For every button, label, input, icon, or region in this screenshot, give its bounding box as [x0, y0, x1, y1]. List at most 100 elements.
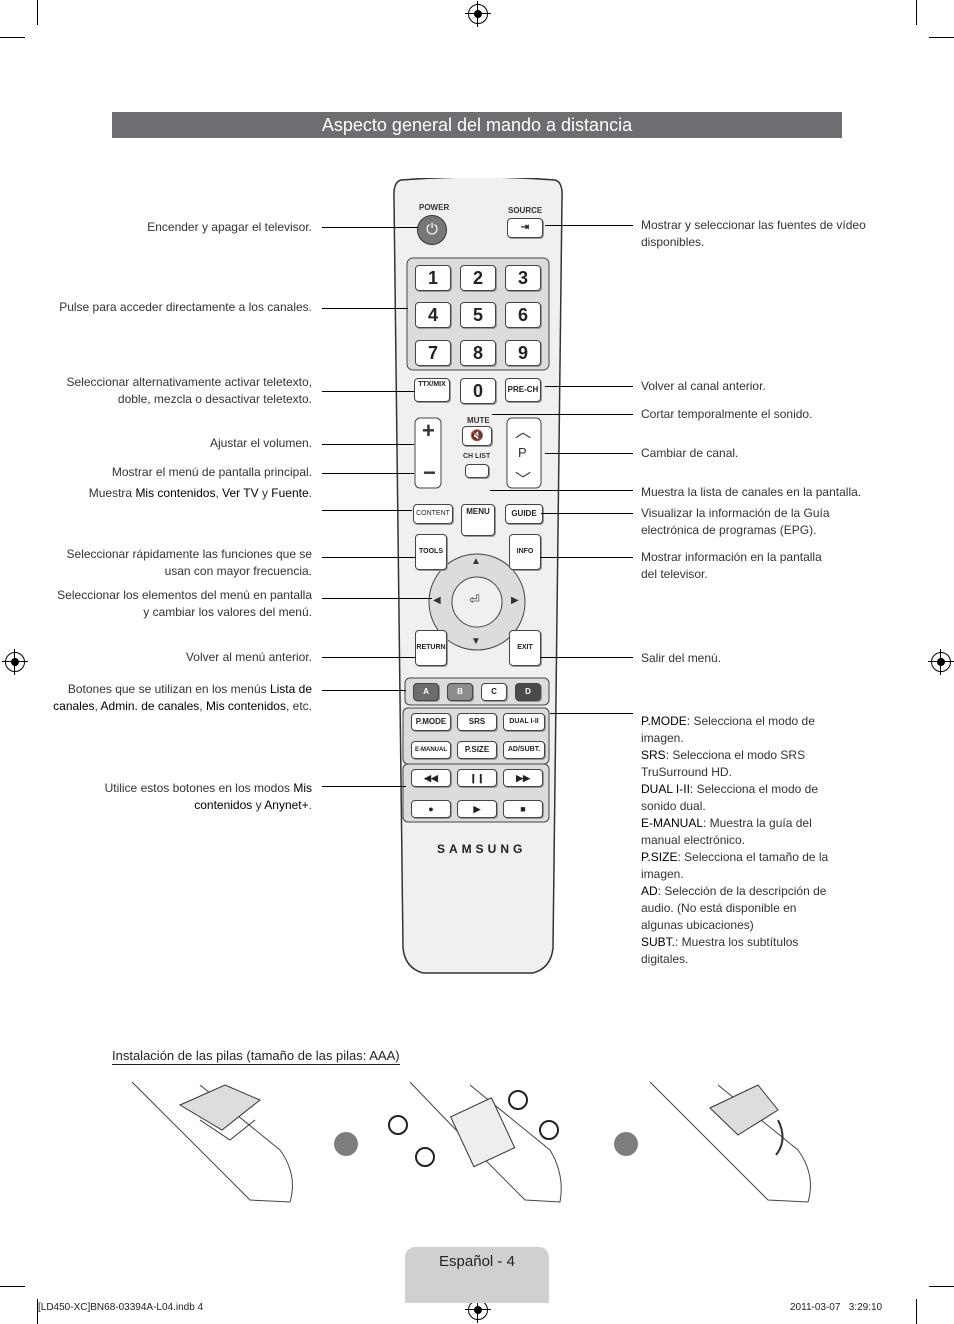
- digit-button[interactable]: 5: [460, 302, 496, 328]
- info-button[interactable]: INFO: [509, 534, 541, 570]
- guide-button[interactable]: GUIDE: [505, 504, 543, 524]
- page-title: Aspecto general del mando a distancia: [112, 112, 842, 138]
- digits-description: Pulse para acceder directamente a los ca…: [59, 300, 312, 314]
- color-desc-text: ,: [199, 699, 206, 713]
- return-button[interactable]: RETURN: [415, 630, 447, 666]
- digit-button[interactable]: 9: [505, 340, 541, 366]
- digit-button[interactable]: 0: [460, 378, 496, 404]
- color-button-b[interactable]: B: [447, 683, 473, 701]
- menu-description: Mostrar el menú de pantalla principal.: [111, 465, 312, 479]
- play-button[interactable]: ▶: [457, 800, 497, 818]
- source-button[interactable]: ⇥: [507, 218, 543, 238]
- record-button[interactable]: ●: [411, 800, 451, 818]
- color-desc-text: Botones que se utilizan en los menús: [67, 682, 270, 696]
- media-keys-description: Utilice estos botones en los modos Mis c…: [52, 780, 312, 814]
- leader-line: [322, 657, 416, 658]
- play-icon: ▶: [473, 804, 481, 814]
- content-desc-text: Muestra: [88, 486, 136, 500]
- color-button-a[interactable]: A: [413, 683, 439, 701]
- crop-mark: [929, 1286, 954, 1287]
- pause-icon: ❙❙: [469, 773, 485, 783]
- stop-button[interactable]: ■: [503, 800, 543, 818]
- mute-label: MUTE: [467, 416, 490, 425]
- registration-mark-icon: [465, 1, 491, 27]
- volume-description: Ajustar el volumen.: [209, 436, 312, 450]
- info-description: Mostrar información en la pantalla del t…: [641, 550, 822, 581]
- nav-right-button[interactable]: ▶: [511, 595, 519, 606]
- ttx-mix-button[interactable]: TTX/MIX: [414, 378, 450, 402]
- power-label: POWER: [419, 203, 450, 212]
- func-item: SRS: Selecciona el modo SRS TruSurround …: [641, 747, 841, 781]
- content-button[interactable]: CONTENT: [413, 504, 453, 524]
- ad-subt-button[interactable]: AD/SUBT.: [503, 741, 545, 759]
- crop-mark: [37, 0, 38, 25]
- nav-down-button[interactable]: ▼: [471, 636, 481, 647]
- tools-description: Seleccionar rápidamente las funciones qu…: [66, 547, 312, 578]
- next-step-arrow-icon: [334, 1132, 358, 1156]
- leader-line: [540, 557, 633, 558]
- mute-button[interactable]: 🔇: [462, 426, 492, 446]
- func-text: : Muestra la guía del manual electrónico…: [641, 816, 812, 847]
- page-tab: [405, 1247, 549, 1303]
- ch-list-button[interactable]: [465, 464, 489, 478]
- pre-ch-button[interactable]: PRE-CH: [505, 378, 541, 402]
- srs-button[interactable]: SRS: [457, 713, 497, 731]
- p-size-button[interactable]: P.SIZE: [457, 741, 497, 759]
- menu-button[interactable]: MENU: [461, 504, 495, 536]
- ch-list-label: CH LIST: [463, 453, 491, 460]
- func-key: SUBT.: [641, 935, 676, 949]
- digit-button[interactable]: 2: [460, 265, 496, 291]
- fast-forward-button[interactable]: ▶▶: [503, 769, 543, 787]
- func-item: P.MODE: Selecciona el modo de imagen.: [641, 713, 841, 747]
- brand-logo: SAMSUNG: [437, 842, 527, 856]
- fast-forward-icon: ▶▶: [516, 773, 530, 783]
- volume-up-icon: +: [422, 418, 435, 443]
- leader-line: [322, 786, 406, 787]
- nav-left-button[interactable]: ◀: [433, 595, 441, 606]
- content-desc-bold: Fuente: [271, 486, 309, 500]
- media-desc-text: y: [252, 798, 265, 812]
- color-desc-bold: Admin. de canales: [100, 699, 200, 713]
- battery-step-2-illustration: [388, 1081, 562, 1203]
- digit-button[interactable]: 6: [505, 302, 541, 328]
- crop-mark: [0, 37, 25, 38]
- stop-icon: ■: [520, 804, 526, 814]
- rewind-button[interactable]: ◀◀: [411, 769, 451, 787]
- crop-mark: [37, 1299, 38, 1324]
- exit-description: Salir del menú.: [641, 651, 722, 665]
- function-keys-description: P.MODE: Selecciona el modo de imagen. SR…: [641, 713, 841, 968]
- dual-button[interactable]: DUAL I-II: [503, 713, 545, 731]
- nav-up-button[interactable]: ▲: [471, 556, 481, 567]
- pre-ch-description: Volver al canal anterior.: [641, 379, 766, 393]
- menu-label: MENU: [466, 507, 490, 516]
- content-desc-bold: Mis contenidos: [135, 486, 216, 500]
- func-text: : Selecciona el tamaño de la imagen.: [641, 850, 829, 881]
- digit-button[interactable]: 8: [460, 340, 496, 366]
- leader-line: [490, 490, 633, 491]
- enter-button[interactable]: ⏎: [469, 592, 480, 607]
- func-text: : Selecciona el modo de sonido dual.: [641, 782, 818, 813]
- media-desc-text: .: [308, 798, 312, 812]
- leader-line: [550, 713, 633, 714]
- leader-line: [540, 657, 633, 658]
- leader-line: [322, 444, 414, 445]
- digit-button[interactable]: 7: [415, 340, 451, 366]
- power-button[interactable]: ⏻: [417, 215, 447, 245]
- func-text: : Selección de la descripción de audio. …: [641, 884, 827, 932]
- tools-button[interactable]: TOOLS: [415, 534, 447, 570]
- footer-timestamp: 2011-03-07 3:29:10: [790, 1302, 883, 1313]
- digit-button[interactable]: 3: [505, 265, 541, 291]
- color-button-d[interactable]: D: [515, 683, 541, 701]
- digit-button[interactable]: 4: [415, 302, 451, 328]
- e-manual-button[interactable]: E-MANUAL: [411, 741, 451, 759]
- p-mode-button[interactable]: P.MODE: [411, 713, 451, 731]
- exit-button[interactable]: EXIT: [509, 630, 541, 666]
- color-button-c[interactable]: C: [481, 683, 507, 701]
- crop-mark: [929, 37, 954, 38]
- digit-button[interactable]: 1: [415, 265, 451, 291]
- pause-button[interactable]: ❙❙: [457, 769, 497, 787]
- battery-install-heading: Instalación de las pilas (tamaño de las …: [112, 1048, 400, 1065]
- func-key: P.MODE: [641, 714, 687, 728]
- registration-mark-icon: [2, 649, 28, 675]
- color-keys-description: Botones que se utilizan en los menús Lis…: [52, 681, 312, 715]
